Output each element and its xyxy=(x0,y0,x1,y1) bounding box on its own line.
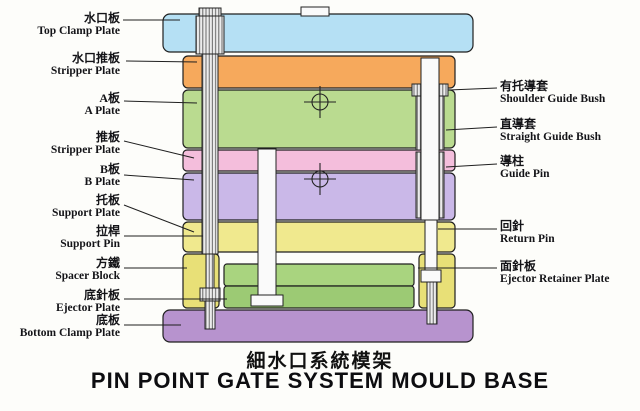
guide-pin xyxy=(420,57,440,221)
label-en: Ejector Plate xyxy=(56,302,120,314)
ejector-retainer-plate xyxy=(223,263,415,287)
centre-pin-shaft xyxy=(257,148,277,296)
label-en: Top Clamp Plate xyxy=(37,25,120,37)
label-en: Stripper Plate xyxy=(50,144,120,156)
label-spacer-block: 方鐵 Spacer Block xyxy=(55,257,120,283)
support-plate xyxy=(182,221,456,253)
label-shoulder-guide-bush: 有托導套 Shoulder Guide Bush xyxy=(500,80,605,106)
return-pin-foot xyxy=(420,269,442,283)
label-ejector-retainer-plate: 面針板 Ejector Retainer Plate xyxy=(500,260,609,286)
sprue-bush-tab xyxy=(300,6,330,17)
label-support-plate: 托板 Support Plate xyxy=(52,194,120,220)
support-pin-cap xyxy=(198,7,222,17)
label-cn: 托板 xyxy=(95,193,120,207)
label-cn: 底板 xyxy=(95,313,120,327)
label-en: Support Plate xyxy=(51,207,120,219)
label-support-pin: 拉桿 Support Pin xyxy=(60,225,120,251)
label-en: Spacer Block xyxy=(55,270,120,282)
a-plate xyxy=(182,89,456,149)
centre-pin-foot xyxy=(250,294,284,307)
label-en: Stripper Plate xyxy=(50,65,120,77)
b-plate xyxy=(182,172,456,221)
stripper-plate-upper xyxy=(182,55,456,89)
leader-straight-guide-bush xyxy=(445,126,498,131)
label-cn: B板 xyxy=(99,162,120,176)
label-en: Support Pin xyxy=(60,238,120,250)
label-cn: 水口板 xyxy=(83,11,120,25)
label-straight-guide-bush: 直導套 Straight Guide Bush xyxy=(500,118,601,144)
label-en: Guide Pin xyxy=(500,168,550,180)
screw-hole-marker-lower xyxy=(304,163,336,195)
label-cn: 導柱 xyxy=(500,154,525,168)
leader-shoulder-guide-bush xyxy=(448,87,498,91)
leader-stripper-plate-upper xyxy=(125,60,198,63)
retainer-screw xyxy=(426,281,438,325)
label-stripper-plate-upper: 水口推板 Stripper Plate xyxy=(51,52,120,78)
label-cn: 有托導套 xyxy=(500,79,549,93)
label-stripper-plate-mid: 推板 Stripper Plate xyxy=(51,131,120,157)
label-cn: 推板 xyxy=(95,130,120,144)
stripper-plate-mid xyxy=(182,149,456,172)
label-en: Straight Guide Bush xyxy=(500,131,601,143)
title-english: PIN POINT GATE SYSTEM MOULD BASE xyxy=(90,368,550,393)
label-a-plate: A板 A Plate xyxy=(85,92,120,118)
leader-support-plate xyxy=(123,204,195,233)
label-en: Bottom Clamp Plate xyxy=(19,327,120,339)
support-pin-head xyxy=(195,15,225,55)
label-cn: 面針板 xyxy=(500,259,537,273)
label-en: A Plate xyxy=(84,105,120,117)
label-cn: A板 xyxy=(99,91,120,105)
label-en: B Plate xyxy=(84,176,120,188)
label-en: Return Pin xyxy=(500,233,555,245)
return-pin-shaft xyxy=(424,219,438,271)
support-pin-thin-shaft xyxy=(205,253,215,289)
label-b-plate: B板 B Plate xyxy=(85,163,120,189)
label-cn: 方鐵 xyxy=(95,256,120,270)
leader-stripper-plate-mid xyxy=(123,140,195,159)
return-pin-assembly xyxy=(420,219,442,325)
screw-hole-marker-upper xyxy=(304,86,336,118)
label-cn: 拉桿 xyxy=(95,224,120,238)
label-top-clamp-plate: 水口板 Top Clamp Plate xyxy=(37,12,120,38)
leader-guide-pin xyxy=(445,163,498,168)
label-en: Ejector Retainer Plate xyxy=(500,273,610,285)
label-en: Shoulder Guide Bush xyxy=(500,93,606,105)
leader-lines xyxy=(123,19,498,326)
label-return-pin: 回針 Return Pin xyxy=(500,220,555,246)
label-cn: 底針板 xyxy=(83,288,120,302)
label-guide-pin: 導柱 Guide Pin xyxy=(500,155,550,181)
support-pin xyxy=(195,7,225,330)
leader-a-plate xyxy=(123,100,198,104)
label-cn: 回針 xyxy=(500,219,525,233)
title-chinese: 細水口系統模架 xyxy=(246,351,394,372)
label-ejector-plate: 底針板 Ejector Plate xyxy=(56,289,120,315)
label-cn: 水口推板 xyxy=(71,51,120,65)
centre-pin xyxy=(250,148,284,307)
label-cn: 直導套 xyxy=(500,117,537,131)
label-bottom-clamp-plate: 底板 Bottom Clamp Plate xyxy=(20,314,120,340)
support-pin-shaft xyxy=(201,53,219,255)
guide-bush-assembly xyxy=(411,57,449,221)
support-pin-screw xyxy=(204,300,216,330)
bottom-clamp-plate xyxy=(162,309,474,343)
leader-b-plate xyxy=(123,174,195,181)
